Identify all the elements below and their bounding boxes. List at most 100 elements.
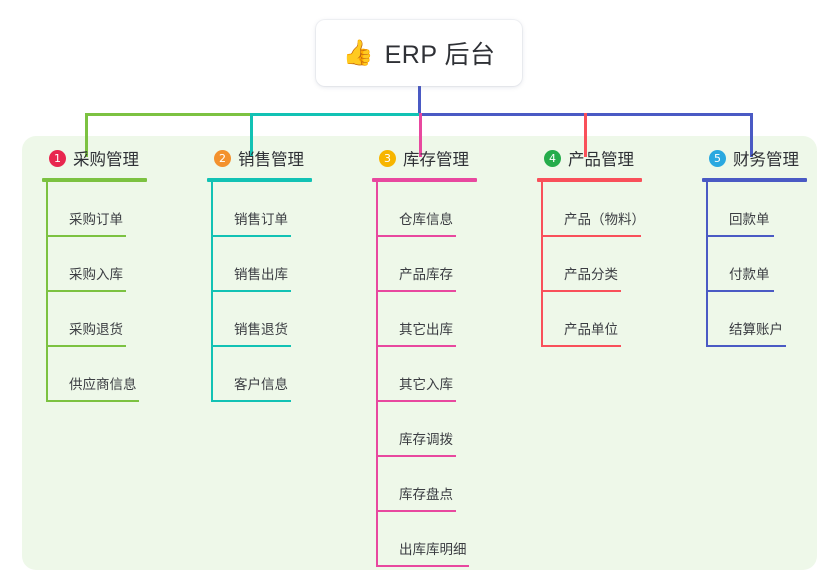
branch-item-label: 回款单 <box>729 211 770 227</box>
branch-item-label: 产品（物料） <box>564 211 645 227</box>
branch-number-badge: 1 <box>49 149 66 167</box>
branch-item-rule <box>211 399 291 402</box>
branch-item-label: 仓库信息 <box>399 211 453 227</box>
branch-header-4[interactable]: 4 产品管理 <box>537 146 642 170</box>
branch-item-label: 销售出库 <box>234 266 288 282</box>
branch-item-label: 产品分类 <box>564 266 618 282</box>
branch-title: 财务管理 <box>733 151 799 169</box>
branch-item-rule <box>541 234 641 237</box>
branch-column-4: 4 产品管理产品（物料） 产品分类产品单位 <box>537 146 645 347</box>
branch-item[interactable]: 采购退货 <box>46 292 147 347</box>
branch-number-badge: 3 <box>379 149 396 167</box>
branch-item[interactable]: 供应商信息 <box>46 347 147 402</box>
branch-item-rule <box>541 344 621 347</box>
branch-item[interactable]: 采购订单 <box>46 182 147 237</box>
branch-item[interactable]: 销售订单 <box>211 182 312 237</box>
branch-item-label: 其它出库 <box>399 321 453 337</box>
branch-header-rule <box>372 178 477 182</box>
branch-item-label: 产品库存 <box>399 266 453 282</box>
branch-item[interactable]: 其它出库 <box>376 292 477 347</box>
branch-item-rule <box>46 344 126 347</box>
branch-item-rule <box>706 234 774 237</box>
branch-item-rule <box>376 564 469 567</box>
branch-title: 采购管理 <box>73 151 139 169</box>
thumbs-up-icon: 👍 <box>342 38 374 67</box>
branch-drop-connector-4 <box>584 113 587 157</box>
branch-item-rule <box>706 289 774 292</box>
branch-item-label: 出库库明细 <box>399 541 467 557</box>
branch-item[interactable]: 销售出库 <box>211 237 312 292</box>
branch-item-label: 付款单 <box>729 266 770 282</box>
branch-column-5: 5 财务管理回款单付款单结算账户 <box>702 146 807 347</box>
branch-item-label: 供应商信息 <box>69 376 137 392</box>
branch-spine <box>211 181 213 402</box>
branch-header-1[interactable]: 1 采购管理 <box>42 146 147 170</box>
branch-items-4: 产品（物料） 产品分类产品单位 <box>541 181 645 347</box>
branch-item-label: 采购订单 <box>69 211 123 227</box>
branch-items-1: 采购订单采购入库采购退货供应商信息 <box>46 181 147 402</box>
branch-item[interactable]: 付款单 <box>706 237 807 292</box>
branch-title: 产品管理 <box>568 151 634 169</box>
branch-spine <box>46 181 48 402</box>
branch-header-2[interactable]: 2 销售管理 <box>207 146 312 170</box>
branch-header-rule <box>42 178 147 182</box>
branch-item-label: 销售订单 <box>234 211 288 227</box>
branch-spine <box>706 181 708 347</box>
branch-item-rule <box>46 234 126 237</box>
root-node-label: ERP 后台 <box>384 41 496 69</box>
branch-item-rule <box>46 289 126 292</box>
branch-item-label: 采购入库 <box>69 266 123 282</box>
branch-item[interactable]: 结算账户 <box>706 292 807 347</box>
branch-item[interactable]: 产品单位 <box>541 292 642 347</box>
branch-item-label: 库存调拨 <box>399 431 453 447</box>
branch-items-2: 销售订单销售出库销售退货客户信息 <box>211 181 312 402</box>
branch-item-label: 结算账户 <box>729 321 783 337</box>
branch-item-rule <box>376 399 456 402</box>
branch-item[interactable]: 仓库信息 <box>376 182 477 237</box>
branch-number-badge: 4 <box>544 149 561 167</box>
branch-item[interactable]: 库存调拨 <box>376 402 477 457</box>
branch-header-rule <box>207 178 312 182</box>
branch-item-label: 其它入库 <box>399 376 453 392</box>
branch-item[interactable]: 回款单 <box>706 182 807 237</box>
branch-item-rule <box>211 344 291 347</box>
branch-drop-connector-1 <box>85 113 88 157</box>
branch-items-5: 回款单付款单结算账户 <box>706 181 807 347</box>
branch-item[interactable]: 产品分类 <box>541 237 642 292</box>
branch-item-rule <box>541 289 621 292</box>
branch-column-2: 2 销售管理销售订单销售出库销售退货客户信息 <box>207 146 312 402</box>
root-node[interactable]: 👍 ERP 后台 <box>316 20 522 86</box>
branch-item-label: 客户信息 <box>234 376 288 392</box>
branch-item-rule <box>376 454 456 457</box>
branch-item[interactable]: 出库库明细 <box>376 512 477 567</box>
branch-title: 库存管理 <box>403 151 469 169</box>
branch-item[interactable]: 销售退货 <box>211 292 312 347</box>
branch-header-rule <box>537 178 642 182</box>
branch-item-rule <box>376 289 456 292</box>
branch-item[interactable]: 产品库存 <box>376 237 477 292</box>
branch-items-3: 仓库信息产品库存其它出库其它入库库存调拨库存盘点出库库明细 <box>376 181 477 567</box>
branch-item[interactable]: 客户信息 <box>211 347 312 402</box>
branch-item[interactable]: 产品（物料） <box>541 182 645 237</box>
branch-item-rule <box>376 509 456 512</box>
branch-item[interactable]: 采购入库 <box>46 237 147 292</box>
branch-number-badge: 2 <box>214 149 231 167</box>
branch-drop-connector-3 <box>419 113 422 157</box>
branch-header-5[interactable]: 5 财务管理 <box>702 146 807 170</box>
branch-item-label: 库存盘点 <box>399 486 453 502</box>
horizontal-connector-segment-1 <box>85 113 253 116</box>
branch-drop-connector-2 <box>250 113 253 157</box>
branch-column-1: 1 采购管理采购订单采购入库采购退货供应商信息 <box>42 146 147 402</box>
branch-title: 销售管理 <box>238 151 304 169</box>
branch-item-rule <box>376 234 456 237</box>
branch-item-label: 销售退货 <box>234 321 288 337</box>
branch-header-3[interactable]: 3 库存管理 <box>372 146 477 170</box>
root-trunk-connector <box>418 86 421 116</box>
branch-number-badge: 5 <box>709 149 726 167</box>
branch-item[interactable]: 库存盘点 <box>376 457 477 512</box>
branch-item-rule <box>211 234 291 237</box>
branch-item-label: 采购退货 <box>69 321 123 337</box>
branch-column-3: 3 库存管理仓库信息产品库存其它出库其它入库库存调拨库存盘点出库库明细 <box>372 146 477 567</box>
branch-item-rule <box>46 399 139 402</box>
branch-item[interactable]: 其它入库 <box>376 347 477 402</box>
